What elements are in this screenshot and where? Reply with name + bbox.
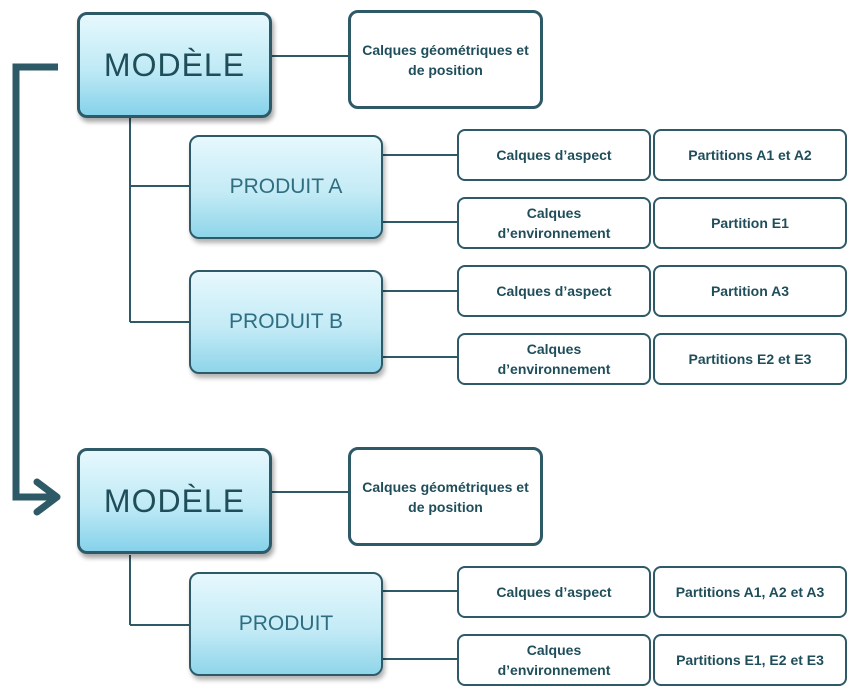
product-aspect-partitions-label: Partitions A1, A2 et A3 [675, 584, 825, 600]
product-a-environment-layers-label: Calques d’environnement [497, 205, 611, 241]
product-b-environment-layers-label: Calques d’environnement [497, 341, 611, 377]
product-environment-partitions-box: Partitions E1, E2 et E3 [653, 634, 847, 686]
product-aspect-partitions-box: Partitions A1, A2 et A3 [653, 566, 847, 618]
top-geometric-layers-box: Calques géométriques et de position [348, 10, 543, 109]
product-a-environment-partitions-box: Partition E1 [653, 197, 847, 249]
product-b-aspect-layers-box: Calques d’aspect [457, 265, 651, 317]
product-environment-layers-label: Calques d’environnement [497, 642, 611, 678]
product-b-box: PRODUIT B [189, 270, 383, 374]
product-b-environment-layers-box: Calques d’environnement [457, 333, 651, 385]
product-b-environment-partitions-label: Partitions E2 et E3 [688, 351, 812, 367]
product-a-box: PRODUIT A [189, 135, 383, 239]
product-b-aspect-partitions-label: Partition A3 [710, 283, 790, 299]
product-a-environment-layers-box: Calques d’environnement [457, 197, 651, 249]
product-b-label: PRODUIT B [229, 310, 343, 333]
top-model-box: MODÈLE [77, 12, 272, 118]
product-a-aspect-partitions-box: Partitions A1 et A2 [653, 129, 847, 181]
product-box: PRODUIT [189, 572, 383, 676]
product-aspect-layers-label: Calques d’aspect [496, 584, 612, 600]
product-a-label: PRODUIT A [229, 175, 343, 198]
product-b-environment-partitions-box: Partitions E2 et E3 [653, 333, 847, 385]
product-a-aspect-layers-box: Calques d’aspect [457, 129, 651, 181]
top-geometric-layers-label: Calques géométriques et de position [362, 41, 529, 78]
product-b-aspect-partitions-box: Partition A3 [653, 265, 847, 317]
bottom-geometric-layers-label: Calques géométriques et de position [362, 478, 529, 515]
top-model-label: MODÈLE [103, 46, 246, 83]
product-aspect-layers-box: Calques d’aspect [457, 566, 651, 618]
product-environment-layers-box: Calques d’environnement [457, 634, 651, 686]
product-a-environment-partitions-label: Partition E1 [711, 215, 789, 231]
product-label: PRODUIT [238, 612, 334, 635]
product-a-aspect-partitions-label: Partitions A1 et A2 [688, 147, 812, 163]
product-b-aspect-layers-label: Calques d’aspect [496, 283, 612, 299]
bottom-geometric-layers-box: Calques géométriques et de position [348, 447, 543, 546]
product-a-aspect-layers-label: Calques d’aspect [496, 147, 612, 163]
bottom-model-label: MODÈLE [103, 482, 246, 519]
transition-arrow [12, 63, 61, 516]
product-environment-partitions-label: Partitions E1, E2 et E3 [676, 652, 824, 668]
bottom-model-box: MODÈLE [77, 448, 272, 554]
